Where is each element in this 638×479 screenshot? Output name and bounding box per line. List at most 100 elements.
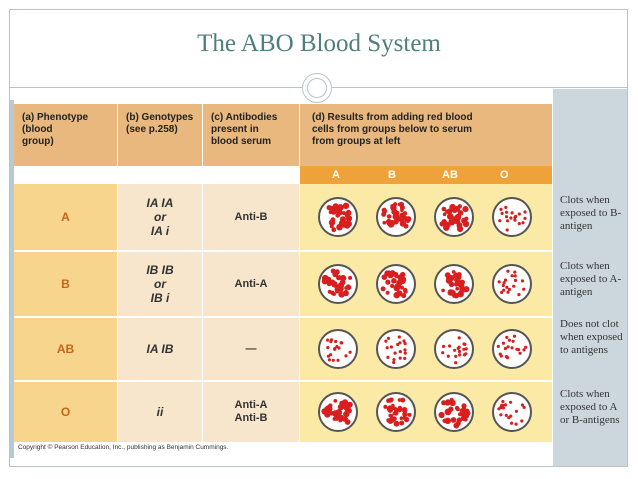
- blood-cell-dot: [343, 405, 350, 411]
- blood-cell-dot: [460, 286, 467, 293]
- side-panel: [553, 89, 627, 466]
- blood-cell-dot: [407, 412, 412, 417]
- blood-cell-dot: [514, 422, 518, 426]
- blood-cell-dot: [458, 412, 462, 417]
- blood-cell-dot: [445, 399, 451, 405]
- blood-cell-dot: [444, 272, 451, 278]
- results-cell: [300, 318, 552, 380]
- blood-cell-dot: [438, 411, 445, 419]
- blood-cell-dot: [397, 407, 402, 413]
- blood-cell-dot: [505, 210, 509, 214]
- blood-cell-dot: [497, 280, 501, 284]
- blood-cell-dot: [454, 214, 461, 222]
- blood-cell-dot: [398, 356, 402, 360]
- blood-cell-dot: [381, 274, 388, 280]
- blood-cell-dot: [498, 219, 502, 223]
- blood-cell-dot: [394, 274, 399, 279]
- blood-cell-dot: [327, 358, 331, 362]
- blood-cell-dot: [400, 397, 406, 403]
- blood-cell-dot: [403, 356, 407, 360]
- blood-cell-dot: [392, 411, 397, 416]
- blood-cell-dot: [505, 228, 509, 232]
- blood-cell-dot: [499, 207, 503, 211]
- genotype-cell: IB IB or IB i: [118, 252, 202, 316]
- blood-cell-dot: [517, 293, 521, 297]
- blood-cell-dot: [392, 358, 396, 362]
- blood-cell-dot: [459, 283, 465, 288]
- abo-table-figure: (a) Phenotype (blood group) (b) Genotype…: [14, 104, 552, 458]
- blood-cell-dot: [336, 358, 340, 362]
- blood-cell-dot: [441, 288, 445, 293]
- blood-cell-dot: [510, 211, 514, 215]
- phenotype-cell: B: [14, 252, 117, 316]
- blood-cell-dot: [462, 342, 466, 346]
- blood-cell-dot: [455, 420, 461, 426]
- blood-cell-dot: [386, 355, 390, 359]
- blood-cell-dot: [328, 210, 333, 215]
- blood-cell-dot: [332, 292, 336, 296]
- blood-cell-dot: [331, 281, 338, 288]
- blood-cell-dot: [393, 351, 397, 355]
- donor-group-label: AB: [442, 169, 458, 181]
- blood-cell-dot: [521, 221, 525, 225]
- donor-group-bar: A B AB O: [300, 166, 552, 184]
- blood-cell-dot: [345, 209, 352, 216]
- blood-cell-dot: [324, 411, 331, 418]
- blood-cell-dot: [457, 336, 461, 340]
- blood-cell-dot: [443, 221, 450, 229]
- blood-cell-dot: [499, 413, 503, 417]
- blood-cell-dot: [404, 216, 411, 223]
- blood-cell-dot: [513, 278, 518, 282]
- blood-cell-dot: [444, 417, 451, 424]
- blood-cell-dot: [333, 399, 338, 403]
- blood-cell-dot: [447, 277, 452, 282]
- blood-cell-dot: [401, 293, 407, 299]
- blood-cell-dot: [520, 279, 525, 283]
- blood-cell-dot: [403, 351, 407, 355]
- blood-cell-dot: [455, 286, 459, 291]
- donor-group-label: B: [388, 169, 396, 181]
- blood-cell-dot: [513, 270, 517, 274]
- agglutinated-dish-icon: [376, 392, 416, 432]
- blood-cell-dot: [401, 407, 408, 413]
- blood-cell-dot: [344, 354, 348, 358]
- blood-cell-dot: [507, 338, 511, 342]
- blood-cell-dot: [523, 216, 527, 220]
- phenotype-cell: A: [14, 184, 117, 250]
- results-cell: [300, 252, 552, 316]
- blood-cell-dot: [454, 354, 458, 358]
- blood-cell-dot: [337, 208, 342, 212]
- blood-cell-dot: [505, 335, 509, 339]
- blood-cell-dot: [453, 272, 458, 277]
- header-genotypes: (b) Genotypes (see p.258): [118, 104, 202, 166]
- blood-cell-dot: [517, 212, 521, 216]
- blood-cell-dot: [403, 287, 408, 293]
- antibodies-cell: —: [203, 318, 299, 380]
- blood-cell-dot: [509, 216, 513, 220]
- blood-cell-dot: [509, 400, 513, 404]
- blood-cell-dot: [446, 354, 450, 358]
- blood-cell-dot: [501, 399, 505, 404]
- blood-cell-dot: [448, 344, 452, 348]
- clear-dish-icon: [376, 329, 416, 369]
- blood-cell-dot: [382, 220, 387, 225]
- blood-cell-dot: [507, 416, 511, 420]
- genotype-cell: IA IA or IA i: [118, 184, 202, 250]
- blood-cell-dot: [501, 283, 505, 288]
- blood-cell-dot: [457, 274, 462, 279]
- blood-cell-dot: [346, 215, 352, 221]
- blood-cell-dot: [331, 227, 337, 233]
- copyright-text: Copyright © Pearson Education, Inc., pub…: [18, 444, 229, 451]
- blood-cell-dot: [447, 213, 454, 220]
- blood-cell-dot: [383, 404, 388, 409]
- blood-cell-dot: [500, 211, 504, 215]
- header-genotypes-text: (b) Genotypes (see p.258): [126, 112, 194, 135]
- note-row-ab: Does not clot when exposed to antigens: [560, 318, 623, 356]
- donor-group-label: O: [500, 169, 509, 181]
- blood-cell-dot: [454, 405, 460, 411]
- blood-cell-dot: [513, 274, 517, 278]
- blood-cell-dot: [522, 287, 526, 291]
- results-cell: [300, 382, 552, 442]
- blood-cell-dot: [500, 290, 504, 294]
